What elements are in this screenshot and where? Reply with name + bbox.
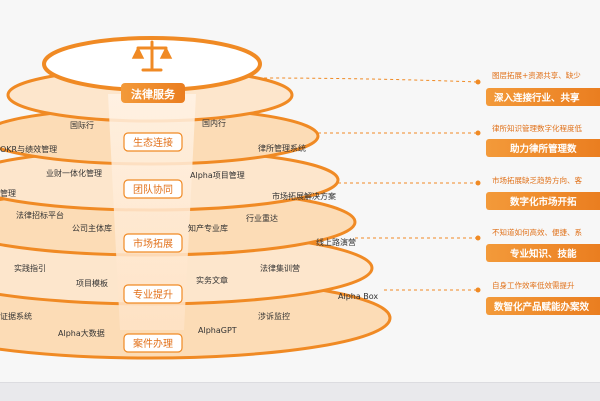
module-label: OKR与绩效管理 xyxy=(0,144,57,154)
bottom-bar xyxy=(0,382,600,401)
connector-dot xyxy=(475,180,481,186)
module-label: Alpha大数据 xyxy=(58,328,105,338)
layer-label: 案件办理 xyxy=(133,337,173,350)
benefit-card: 自身工作效率低效需提升 数智化产品赋能办案效 xyxy=(486,280,600,315)
module-label: 项目模板 xyxy=(76,278,108,288)
module-label: 知产专业库 xyxy=(188,223,228,233)
benefit-description: 自身工作效率低效需提升 xyxy=(492,280,575,290)
module-label: Alpha项目管理 xyxy=(190,170,245,180)
module-label: 公司主体库 xyxy=(72,223,112,233)
benefit-headline: 助力律所管理数 xyxy=(510,143,577,155)
module-label: 涉诉监控 xyxy=(258,311,290,321)
layer-labels: 法律服务 生态连接 团队协同 市场拓展 专业提升 案件办理 xyxy=(121,83,185,353)
module-label: Alpha Box xyxy=(338,292,378,301)
connector-line xyxy=(257,77,479,83)
layer-pill: 专业提升 xyxy=(123,284,183,304)
benefit-description: 律所知识管理数字化程度低 xyxy=(492,123,582,133)
layer-pill: 案件办理 xyxy=(123,333,183,353)
layer-pill: 团队协同 xyxy=(123,179,183,199)
module-labels: 国际行 国内行 OKR与绩效管理 律所管理系统 业财一体化管理 Alpha项目管… xyxy=(0,118,378,338)
layer-label: 团队协同 xyxy=(133,183,173,196)
module-label: 实务文章 xyxy=(196,275,228,285)
module-label: 市场拓展解决方案 xyxy=(272,191,336,201)
module-label: 证据系统 xyxy=(0,311,32,321)
module-label: 行业重达 xyxy=(246,213,278,223)
benefit-headline: 数字化市场开拓 xyxy=(509,196,577,208)
module-label: 法律集训营 xyxy=(260,263,300,273)
module-label: 管理 xyxy=(0,188,16,198)
module-label: 线上路演营 xyxy=(316,237,356,247)
module-label: 国内行 xyxy=(202,118,226,128)
layer-label: 市场拓展 xyxy=(133,237,173,250)
connector-dot xyxy=(475,235,481,241)
benefit-headline: 数智化产品赋能办案效 xyxy=(493,301,590,313)
layer-label: 法律服务 xyxy=(131,87,176,101)
scales-of-justice-icon xyxy=(131,40,173,72)
benefit-headline: 专业知识、技能 xyxy=(510,248,577,260)
layer-label: 生态连接 xyxy=(133,136,173,149)
layer-pill: 市场拓展 xyxy=(123,233,183,253)
benefit-description: 不知道如何高效、便捷、系 xyxy=(492,227,582,237)
benefit-card: 市场拓展缺乏趋势方向、客 数字化市场开拓 xyxy=(486,175,600,210)
benefit-description: 市场拓展缺乏趋势方向、客 xyxy=(492,175,582,185)
benefit-card: 图层拓展+资源共享、缺少 深入连接行业、共享 xyxy=(486,70,600,106)
layer-pill: 法律服务 xyxy=(121,83,185,103)
module-label: AlphaGPT xyxy=(198,326,237,335)
connector-dot xyxy=(475,130,481,136)
connector-dot xyxy=(475,79,481,85)
center-cone xyxy=(108,94,196,330)
layer-pill: 生态连接 xyxy=(123,132,183,152)
right-panel: 图层拓展+资源共享、缺少 深入连接行业、共享 律所知识管理数字化程度低 助力律所… xyxy=(486,70,600,315)
connector-dot xyxy=(475,287,481,293)
connector-lines xyxy=(257,77,481,293)
benefit-card: 不知道如何高效、便捷、系 专业知识、技能 xyxy=(486,227,600,262)
module-label: 法律招标平台 xyxy=(16,210,64,220)
module-label: 实践指引 xyxy=(14,263,46,273)
benefit-card: 律所知识管理数字化程度低 助力律所管理数 xyxy=(486,123,600,157)
layer-label: 专业提升 xyxy=(133,288,173,301)
module-label: 业财一体化管理 xyxy=(46,168,102,178)
module-label: 律所管理系统 xyxy=(258,143,306,153)
benefit-description: 图层拓展+资源共享、缺少 xyxy=(492,70,581,80)
benefit-headline: 深入连接行业、共享 xyxy=(494,92,580,104)
module-label: 国际行 xyxy=(70,120,94,130)
